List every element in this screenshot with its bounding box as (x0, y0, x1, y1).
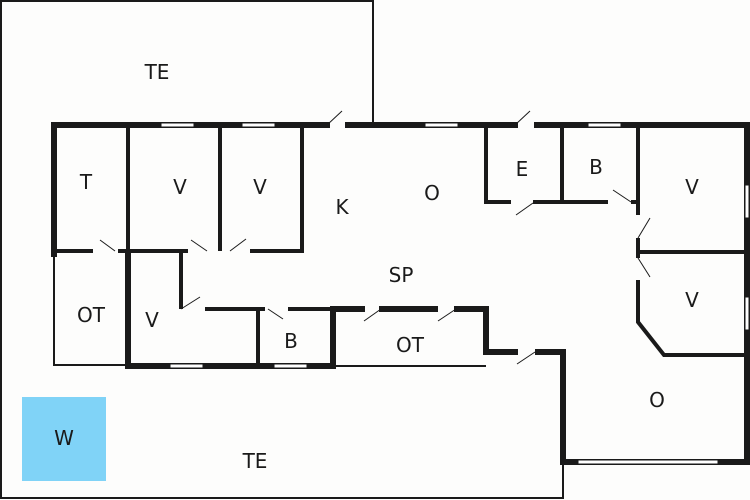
room-label-living-bottom: O (649, 388, 665, 412)
room-label-entrance: E (515, 157, 529, 181)
room-label-bedroom-3: V (685, 175, 699, 199)
room-label-living-top: O (424, 181, 440, 205)
room-label-bathroom-top: B (589, 155, 603, 179)
room-label-dining: SP (388, 263, 414, 287)
room-label-outdoor-shower-left: OT (77, 303, 105, 327)
room-label-terrace-bottom: TE (242, 449, 268, 473)
terrace-outline (0, 0, 564, 499)
interior-walls (56, 125, 746, 366)
room-label-kitchen: K (335, 195, 349, 219)
room-label-bedroom-4: V (685, 288, 699, 312)
room-label-bathroom-bottom: B (284, 329, 298, 353)
exterior-walls (51, 122, 750, 465)
room-label-bedroom-1: V (173, 175, 187, 199)
windows (160, 122, 750, 465)
room-label-pool: W (54, 426, 74, 450)
room-label-bedroom-5: V (145, 308, 159, 332)
door-swings (99, 110, 651, 365)
room-label-outdoor-shower-mid: OT (396, 333, 424, 357)
room-label-bedroom-2: V (253, 175, 267, 199)
pool-area (22, 397, 106, 481)
room-label-terrace-top: TE (144, 60, 170, 84)
room-label-toilet: T (79, 170, 93, 194)
